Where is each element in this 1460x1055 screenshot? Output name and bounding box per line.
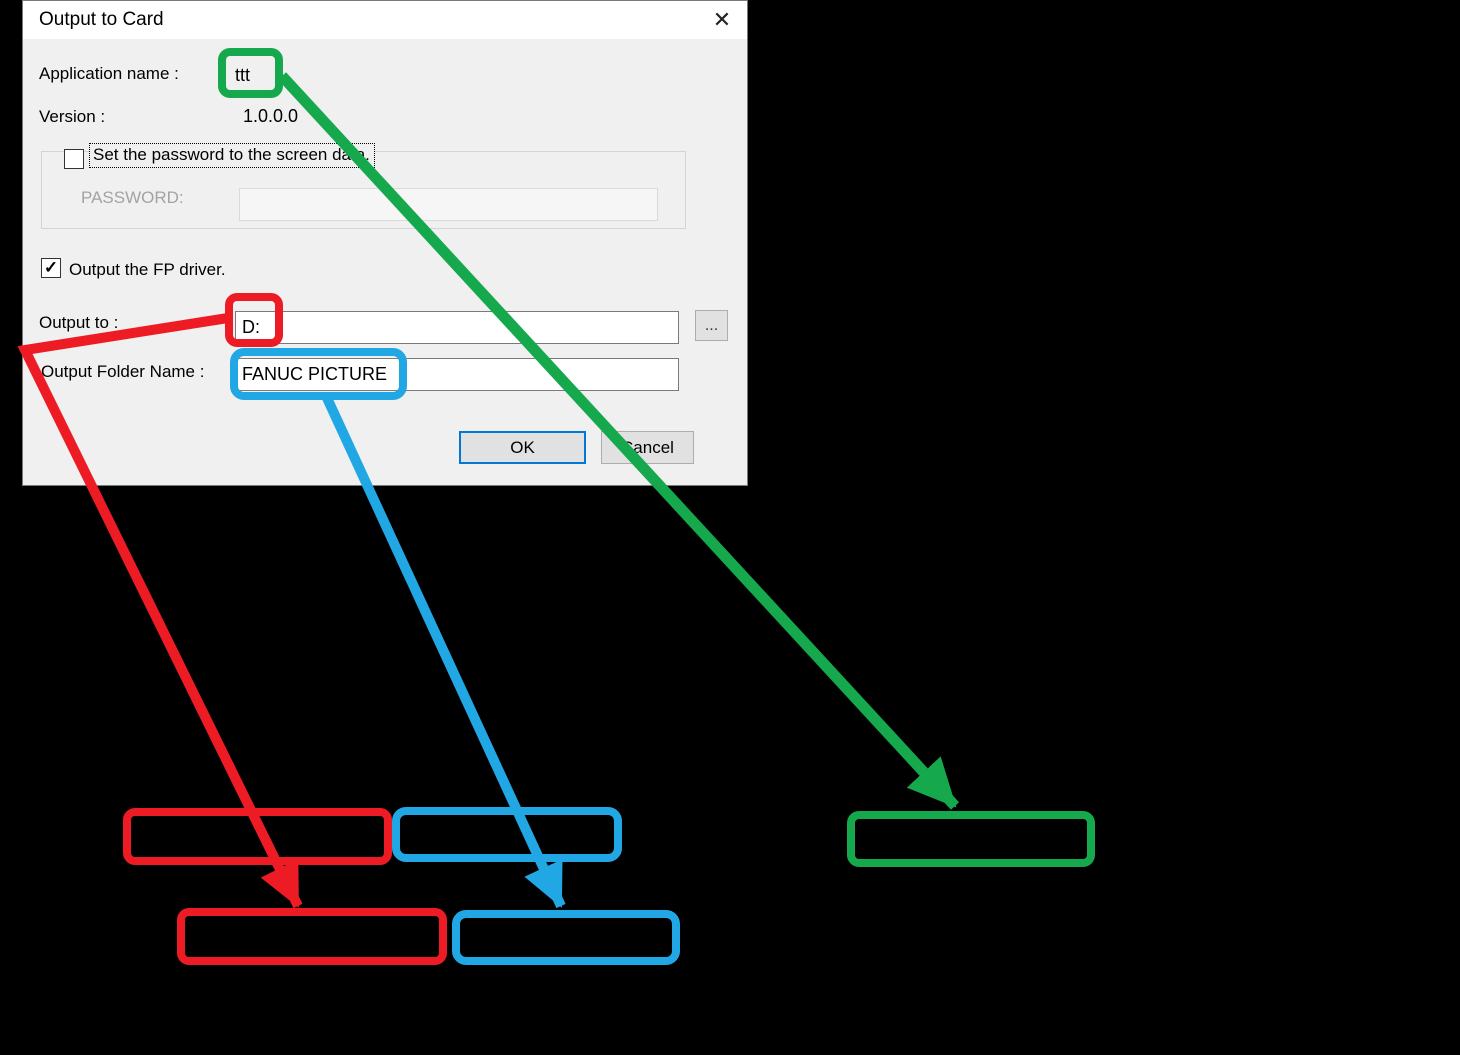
- browse-button[interactable]: ...: [695, 310, 728, 341]
- blue-callout-box-bottom: [452, 910, 680, 965]
- output-to-card-dialog: Output to Card ✕ Application name : ttt …: [22, 0, 748, 486]
- application-name-value: ttt: [235, 65, 251, 85]
- red-callout-box-top: [123, 808, 392, 865]
- output-to-input[interactable]: [235, 311, 679, 344]
- output-to-highlight-box: [225, 293, 283, 347]
- dialog-titlebar[interactable]: Output to Card ✕: [23, 1, 747, 39]
- output-to-label: Output to :: [39, 313, 119, 332]
- close-icon[interactable]: ✕: [712, 7, 732, 32]
- output-folder-highlight-box: [230, 348, 407, 400]
- blue-callout-box-top: [392, 807, 622, 862]
- red-callout-box-bottom: [177, 908, 447, 965]
- password-label: PASSWORD:: [81, 188, 184, 207]
- version-label: Version :: [39, 107, 106, 126]
- checkmark-icon: ✓: [43, 258, 59, 277]
- application-name-highlight-box: [218, 48, 283, 98]
- output-folder-label: Output Folder Name :: [41, 362, 205, 381]
- green-callout-box: [847, 811, 1095, 867]
- cancel-button[interactable]: Cancel: [601, 431, 694, 464]
- version-value: 1.0.0.0: [243, 106, 299, 126]
- password-input: [239, 188, 658, 221]
- ok-button[interactable]: OK: [459, 431, 586, 464]
- application-name-label: Application name :: [39, 64, 179, 83]
- set-password-checkbox[interactable]: [64, 149, 84, 169]
- fp-driver-label: Output the FP driver.: [69, 260, 226, 279]
- set-password-checkbox-label[interactable]: Set the password to the screen data.: [89, 143, 375, 168]
- dialog-title: Output to Card: [39, 9, 164, 30]
- fp-driver-checkbox[interactable]: ✓: [41, 258, 61, 278]
